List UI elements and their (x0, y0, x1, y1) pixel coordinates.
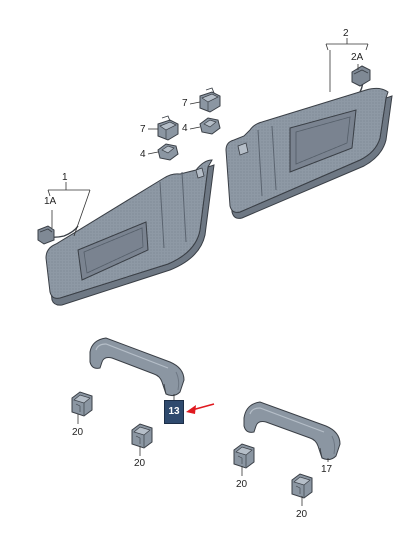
highlight-arrow (186, 403, 215, 414)
label-item-17: 17 (321, 464, 333, 475)
sun-visor-right (37, 159, 215, 306)
grab-handle-13 (89, 337, 185, 397)
clip-20-d (291, 473, 313, 499)
visor-clip-4-left (157, 143, 179, 161)
label-clip-20-b: 20 (134, 458, 146, 469)
clip-20-b (131, 423, 153, 449)
label-clip-4-left: 4 (140, 149, 146, 160)
grab-handle-17 (243, 401, 341, 461)
label-item-2a: 2A (351, 52, 364, 63)
label-clip-20-c: 20 (236, 479, 248, 490)
clip-20-a (71, 391, 93, 417)
label-item-1: 1 (62, 172, 68, 183)
clip-20-c (233, 443, 255, 469)
sun-visor-left (225, 65, 393, 219)
label-item-1a: 1A (44, 196, 57, 207)
label-clip-7-right: 7 (182, 98, 188, 109)
visor-clip-7-right (199, 87, 221, 113)
label-clip-4-right: 4 (182, 123, 188, 134)
leader-lines-upper (47, 38, 369, 237)
visor-clip-4-right (199, 117, 221, 135)
leader-lines-lower (77, 394, 329, 506)
label-clip-20-a: 20 (72, 427, 84, 438)
label-clip-7-left: 7 (140, 124, 146, 135)
visor-clip-7-left (157, 115, 179, 141)
highlight-label-13[interactable]: 13 (164, 400, 184, 424)
label-clip-20-d: 20 (296, 509, 308, 520)
label-item-2: 2 (343, 28, 349, 39)
